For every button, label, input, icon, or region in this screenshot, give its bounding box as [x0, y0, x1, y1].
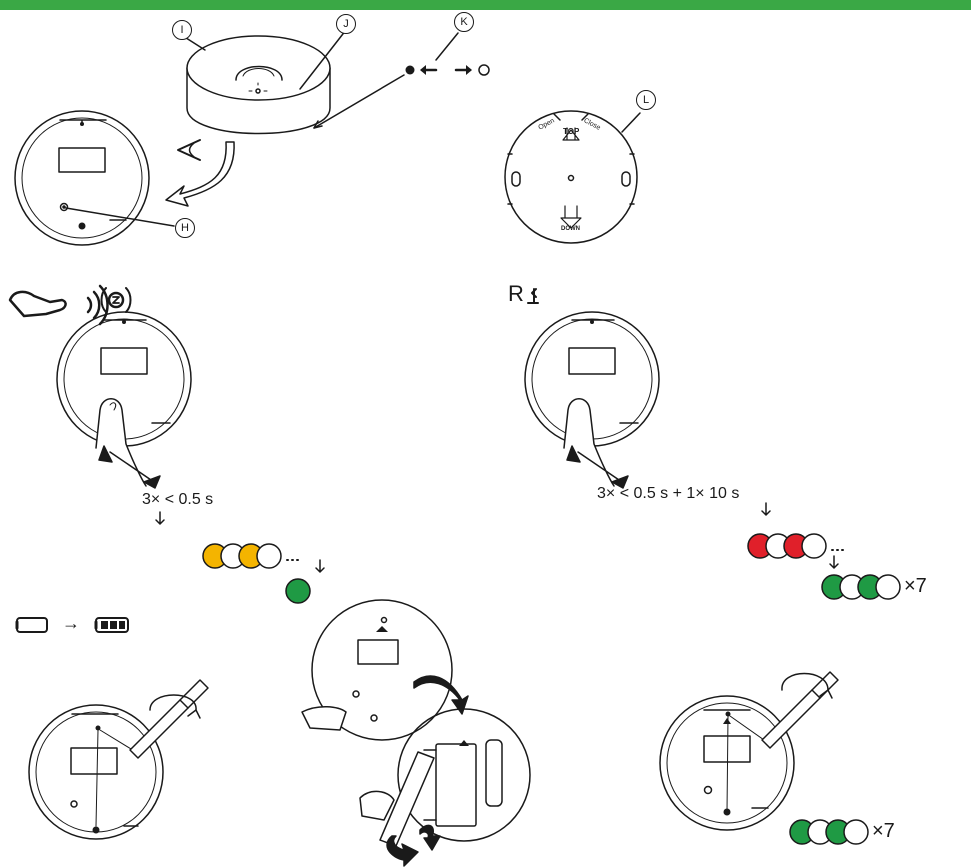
- sensor-open-screwdriver: [28, 704, 164, 840]
- screwdriver-icon: [129, 679, 209, 759]
- rotate-arrow-icon: [165, 141, 235, 207]
- led-white-4: [801, 533, 827, 559]
- callout-l: L: [636, 90, 656, 110]
- reset-blink-count: ×7: [904, 575, 927, 597]
- callout-h: H: [175, 218, 195, 238]
- leader-h: [65, 207, 175, 227]
- callout-i: I: [172, 20, 192, 40]
- led-sequence-red: [747, 533, 844, 559]
- led-white-2: [256, 543, 282, 569]
- led-sequence-green-close: [789, 819, 869, 845]
- led-sequence-green-reset: [821, 574, 901, 600]
- sensor-body: [186, 35, 331, 135]
- callout-k: K: [454, 12, 474, 32]
- leader-j: [299, 29, 347, 90]
- zwave-handshake-icon: [8, 284, 132, 326]
- sensor-back-view-1: [14, 110, 150, 246]
- led-white-8: [843, 819, 869, 845]
- battery-arrow: →: [62, 613, 80, 633]
- sensor-close-screwdriver: [659, 695, 795, 831]
- brand-bar: [0, 0, 971, 10]
- leader-to-sensor: [313, 74, 405, 129]
- down-arrow-1: [155, 511, 165, 525]
- plate-down-label: DOWN: [561, 226, 580, 232]
- screwdriver-icon-2: [761, 671, 839, 749]
- mounting-plate: [504, 110, 641, 244]
- empty-battery-icon: [15, 617, 48, 633]
- press-arrow-icon-2: [566, 445, 629, 489]
- view-eye-icon: [177, 139, 201, 161]
- reset-timing: 3× < 0.5 s + 1× 10 s: [597, 485, 740, 502]
- full-battery-icon: [94, 617, 129, 633]
- down-arrow-2: [315, 559, 325, 573]
- battery-in-hand: [359, 751, 435, 847]
- battery-compartment: [397, 708, 531, 842]
- reset-icon: [527, 288, 539, 304]
- sensor-back-view-inclusion: [56, 311, 192, 487]
- close-blink-count: ×7: [872, 820, 895, 842]
- leader-l: [621, 112, 641, 133]
- reset-symbol: R: [508, 281, 524, 306]
- down-arrow-3: [761, 502, 771, 516]
- leader-k: [435, 32, 459, 61]
- inclusion-timing: 3× < 0.5 s: [142, 491, 214, 508]
- led-green-confirm: [285, 578, 311, 604]
- lift-cover-arrow-icon: [413, 675, 469, 715]
- led-sequence-amber: [202, 543, 299, 569]
- led-indicator-icon: [405, 64, 490, 76]
- insert-arrow-icon: [386, 835, 419, 867]
- battery-cover-removed: [301, 599, 453, 741]
- sensor-back-view-reset: [524, 311, 660, 487]
- press-arrow-icon: [98, 445, 161, 489]
- down-arrow-4: [829, 555, 839, 569]
- led-white-6: [875, 574, 901, 600]
- callout-j: J: [336, 14, 356, 34]
- plate-top-label: TOP: [563, 127, 580, 136]
